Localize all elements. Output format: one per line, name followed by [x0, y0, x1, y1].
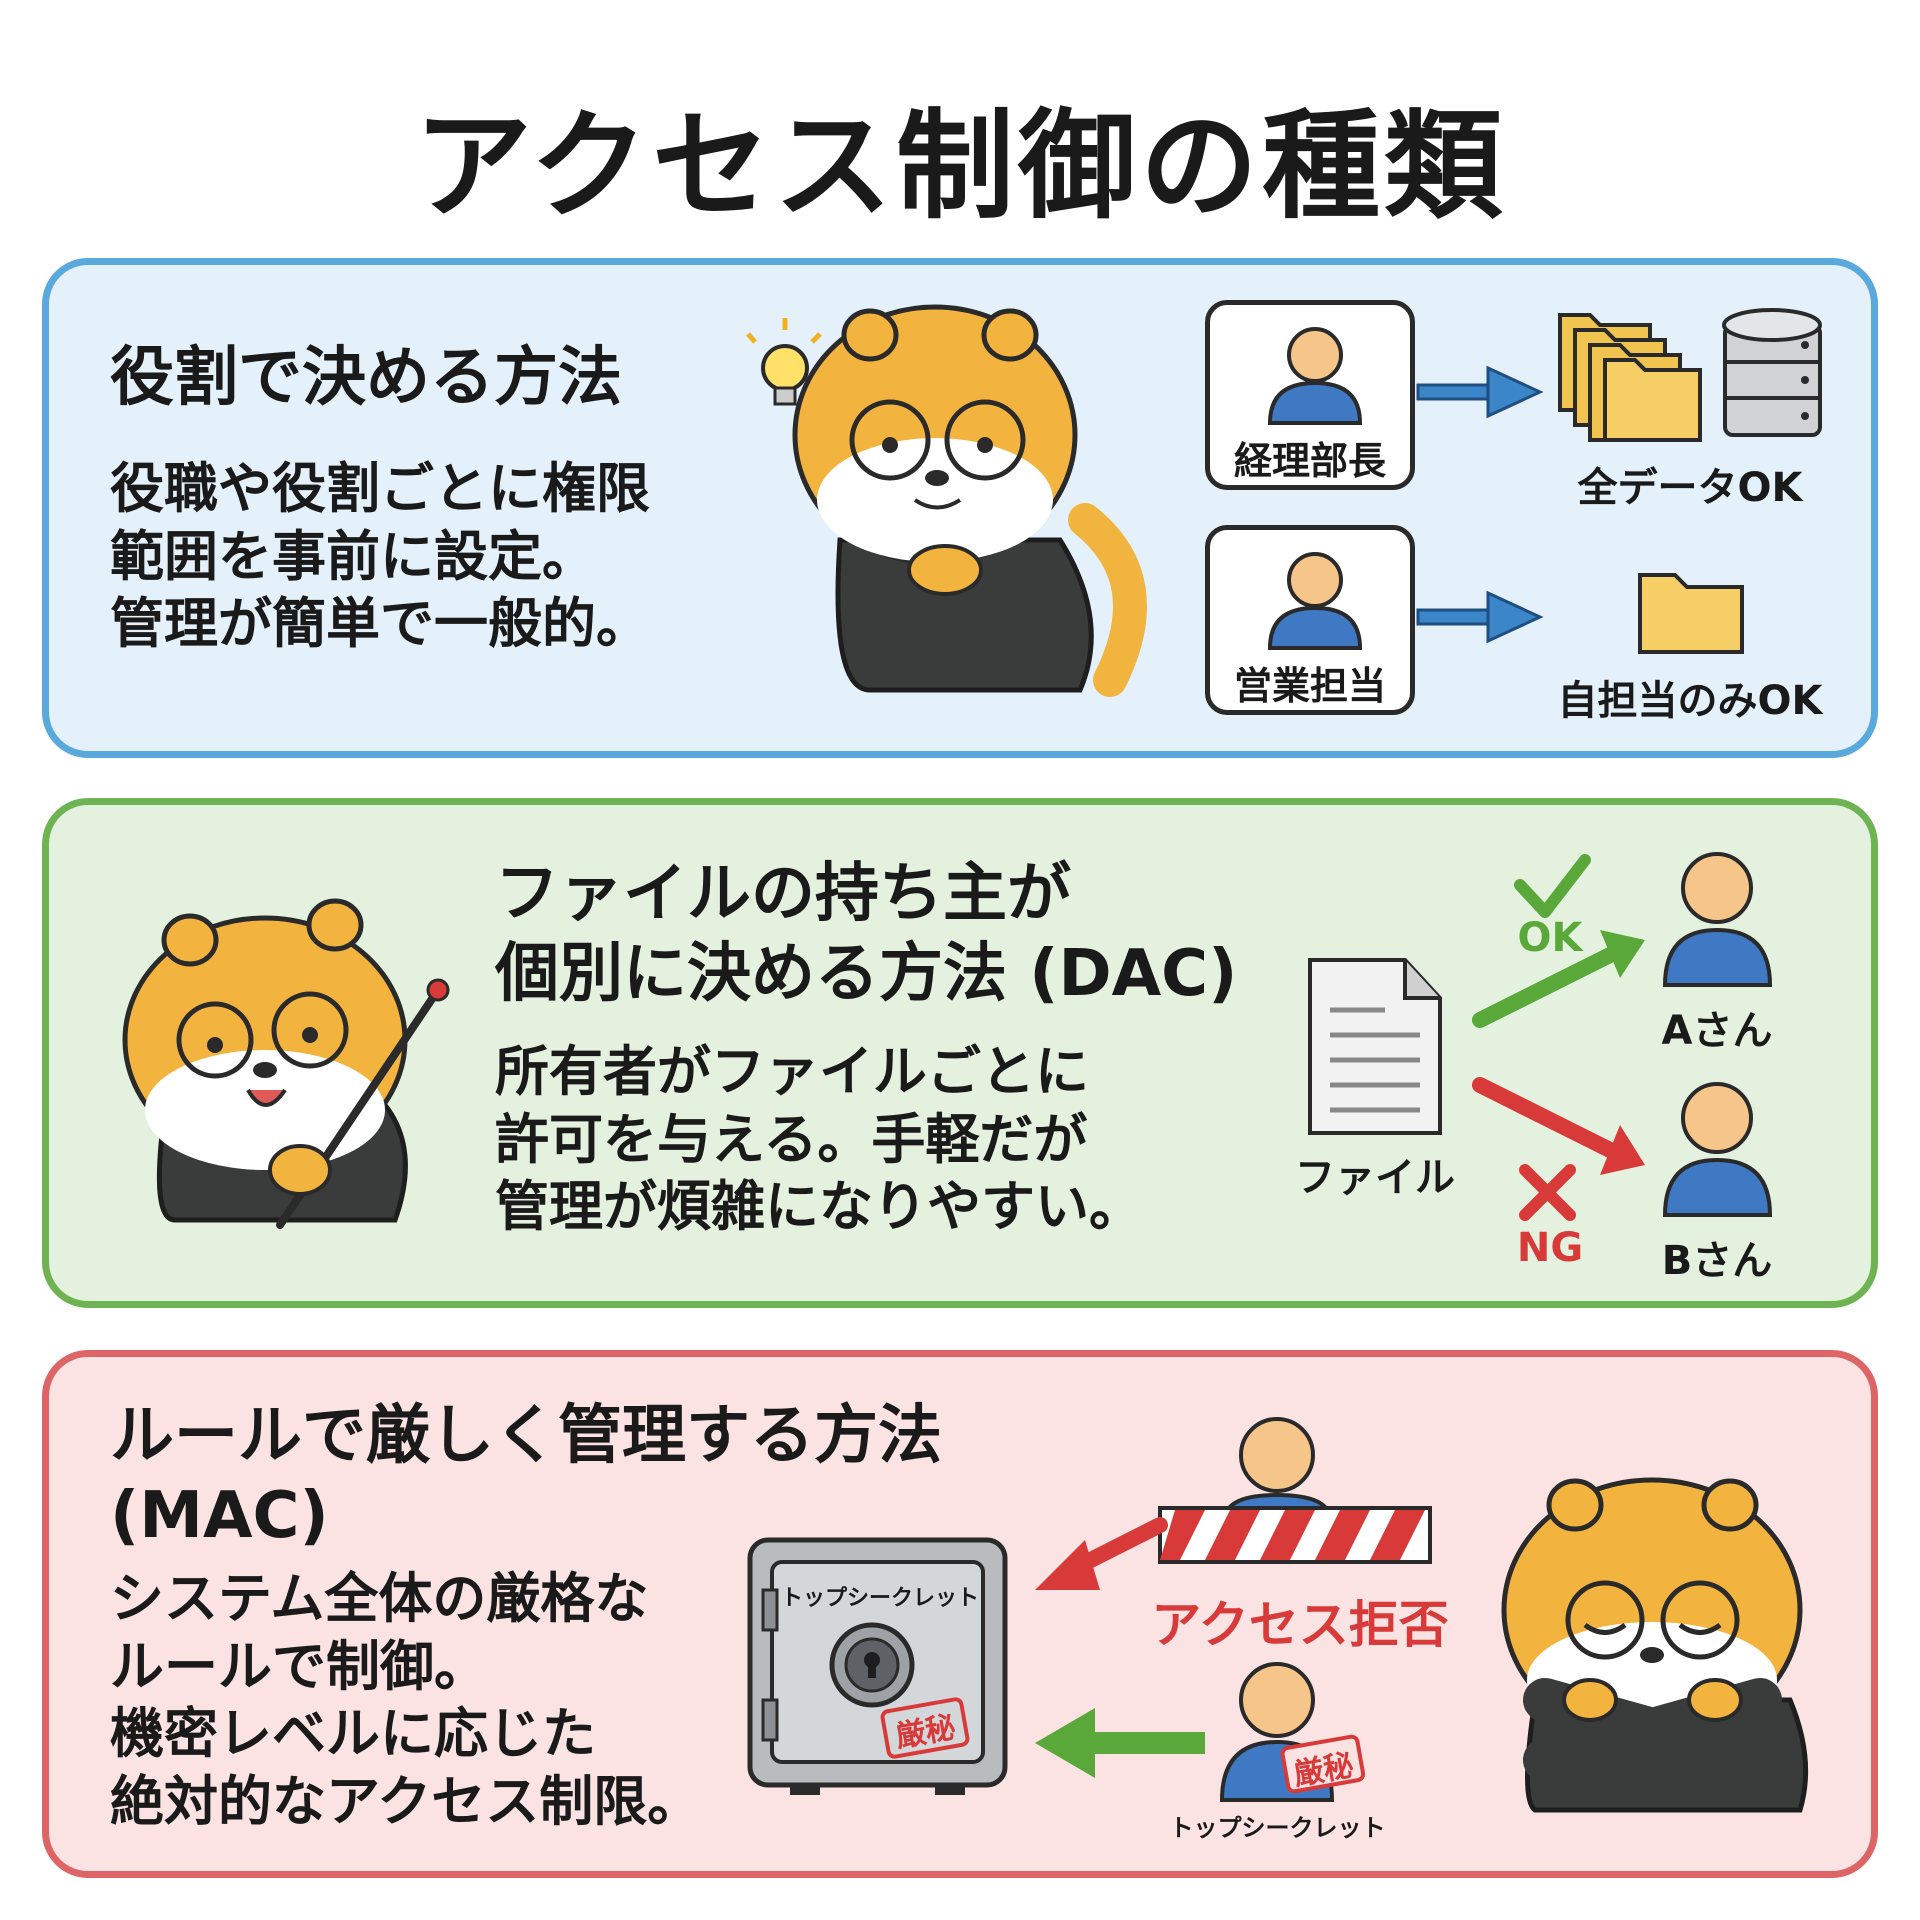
barrier-icon: [1158, 1506, 1432, 1564]
stamp-icon: [1280, 1734, 1366, 1794]
dac-diagram: [1308, 852, 1773, 1221]
user-clearance-label: トップシークレット: [1169, 1814, 1386, 1842]
ok-label: OK: [1517, 915, 1583, 961]
mac-description: システム全体の厳格な ルールで制御。 機密レベルに応じた 絶対的なアクセス制限。: [110, 1567, 702, 1833]
page-title: アクセス制御の種類: [413, 97, 1507, 235]
arrow-right-icon: [1416, 590, 1544, 644]
file-icon: [1308, 958, 1442, 1135]
safe-icon: [747, 1537, 1008, 1795]
access-label-all: 全データOK: [1577, 465, 1803, 511]
dac-heading-line1: ファイルの持ち主が: [495, 857, 1071, 931]
file-label: ファイル: [1295, 1155, 1455, 1201]
arrow-allowed-icon: [1035, 1708, 1205, 1778]
mac-heading-line2: (MAC): [110, 1479, 329, 1553]
role-card-sales: 営業担当: [1205, 525, 1415, 715]
arrow-ok-icon: [1472, 930, 1645, 1028]
rbac-diagram: [1416, 308, 1822, 654]
mac-diagram: [1035, 1417, 1432, 1802]
cross-icon: [1519, 1164, 1576, 1221]
user-a-label: Aさん: [1661, 1008, 1773, 1054]
check-icon: [1514, 854, 1591, 918]
mascot-pointer: [122, 898, 450, 1229]
dac-description: 所有者がファイルごとに 許可を与える。手軽だが 管理が煩雑になりやすい。: [495, 1040, 1143, 1238]
person-icon-b: [1662, 1082, 1773, 1217]
lightbulb-icon: [746, 318, 822, 406]
database-icon: [1722, 308, 1822, 437]
stamp-icon: [880, 1697, 970, 1759]
role-label: 営業担当: [1233, 664, 1386, 708]
rbac-heading: 役割で決める方法: [110, 341, 622, 415]
ng-label: NG: [1516, 1225, 1584, 1271]
person-icon-a: [1662, 852, 1773, 987]
role-label: 経理部長: [1233, 439, 1386, 483]
access-label-own: 自担当のみOK: [1557, 678, 1823, 724]
rbac-description: 役職や役割ごとに権限 範囲を事前に設定。 管理が簡単で一般的。: [110, 457, 650, 655]
folders-stack-icon: [1558, 313, 1702, 442]
arrow-denied-icon: [1035, 1517, 1168, 1590]
person-icon: [1267, 552, 1363, 650]
arrow-right-icon: [1416, 365, 1544, 419]
safe-label: トップシークレット: [780, 1586, 979, 1611]
person-icon: [1267, 327, 1363, 425]
user-b-label: Bさん: [1661, 1238, 1773, 1284]
mac-heading-line1: ルールで厳しく管理する方法: [110, 1399, 942, 1473]
mascot-thinking: [746, 304, 1147, 697]
folder-icon: [1638, 573, 1744, 654]
access-denied-label: アクセス拒否: [1151, 1596, 1449, 1654]
dac-heading-line2: 個別に決める方法 (DAC): [495, 937, 1238, 1011]
mascot-arms-crossed: [1501, 1477, 1809, 1813]
arrow-ng-icon: [1472, 1077, 1645, 1175]
role-card-manager: 経理部長: [1205, 300, 1415, 490]
